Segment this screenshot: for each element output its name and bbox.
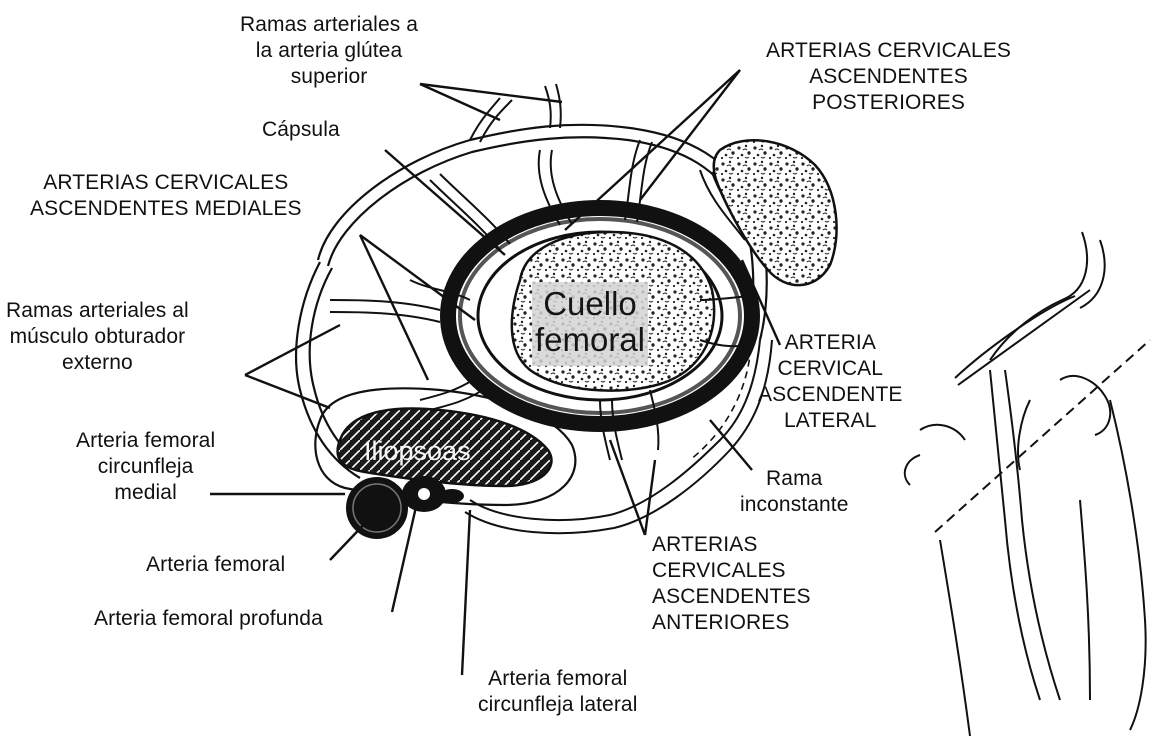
label-iliopsoas: Iliopsoas bbox=[364, 436, 471, 466]
femoral-artery-vessel bbox=[347, 478, 407, 538]
label-lateral: ARTERIA CERVICAL ASCENDENTE LATERAL bbox=[758, 330, 903, 434]
label-cuello-femoral: Cuello femoral bbox=[532, 286, 648, 358]
label-femoral: Arteria femoral bbox=[146, 552, 285, 578]
label-posteriores: ARTERIAS CERVICALES ASCENDENTES POSTERIO… bbox=[766, 38, 1011, 116]
label-mediales: ARTERIAS CERVICALES ASCENDENTES MEDIALES bbox=[30, 170, 302, 222]
label-anteriores: ARTERIAS CERVICALES ASCENDENTES ANTERIOR… bbox=[652, 532, 811, 636]
label-ramas-glutea: Ramas arteriales a la arteria glútea sup… bbox=[240, 12, 418, 90]
label-obturador: Ramas arteriales al músculo obturador ex… bbox=[6, 298, 189, 376]
label-circ-lateral: Arteria femoral circunfleja lateral bbox=[478, 666, 637, 718]
label-circ-medial: Arteria femoral circunfleja medial bbox=[76, 428, 215, 506]
label-capsula: Cápsula bbox=[262, 117, 340, 143]
label-rama-inconstante: Rama inconstante bbox=[740, 466, 849, 518]
hip-joint-inset bbox=[905, 232, 1146, 736]
label-profunda: Arteria femoral profunda bbox=[94, 606, 323, 632]
